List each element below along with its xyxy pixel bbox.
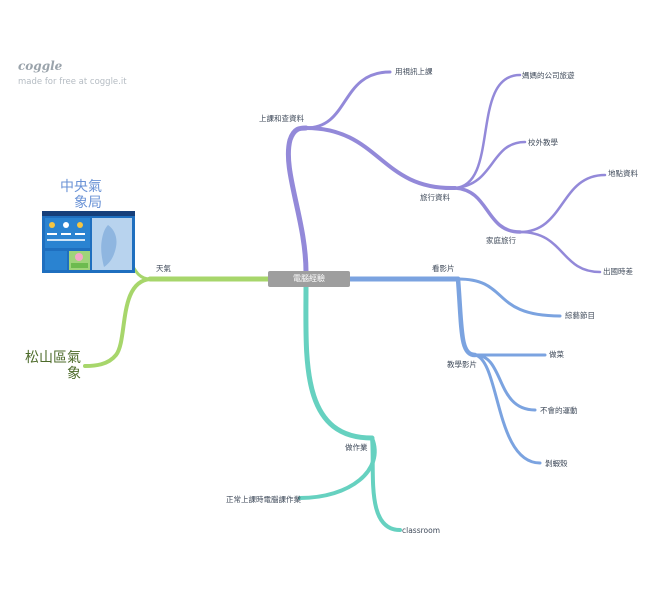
node-songshan: 松山區氣象 — [25, 350, 81, 383]
branch-line-time-diff — [518, 230, 602, 274]
coggle-logo: coggle — [18, 59, 63, 73]
weather-map-image — [42, 211, 135, 273]
node-computer-hw: 正常上課時電腦課作業 — [226, 494, 301, 504]
branch-line-mom-trip — [453, 73, 522, 190]
branch-line-variety — [456, 277, 562, 318]
node-sports: 不會的運動 — [540, 405, 578, 415]
branch-line-video-class — [304, 70, 392, 130]
branch-line-classroom — [370, 436, 402, 532]
node-variety: 綜藝節目 — [565, 310, 595, 320]
node-place-info: 地點資料 — [608, 168, 638, 178]
coggle-tagline: made for free at coggle.it — [18, 77, 127, 87]
branch-line-class-info — [285, 125, 309, 275]
node-time-diff: 出國時差 — [603, 266, 633, 276]
node-videos: 看影片 — [432, 263, 455, 273]
center-node: 電腦經驗 — [268, 271, 350, 287]
branch-line-place-info — [518, 173, 607, 234]
branch-line-field-trip — [453, 140, 527, 190]
node-mom-trip: 媽媽的公司旅遊 — [522, 70, 575, 80]
node-classroom: classroom — [402, 526, 440, 535]
branch-line-teaching — [455, 276, 478, 358]
branch-line-travel-info — [304, 126, 457, 191]
node-cooking: 做菜 — [549, 349, 564, 359]
node-class-info: 上課和查資料 — [259, 113, 304, 123]
branch-line-homework — [303, 283, 375, 441]
branch-line-family-trip — [453, 186, 522, 234]
node-field-trip: 校外教學 — [528, 137, 558, 147]
node-video-class: 用視訊上課 — [395, 66, 433, 76]
node-travel-info: 旅行資料 — [420, 192, 450, 202]
node-weather: 天氣 — [156, 263, 171, 273]
branch-line-sports — [473, 353, 537, 412]
node-cwb: 中央氣象局 — [60, 179, 102, 212]
branch-line-shrimp — [473, 353, 542, 465]
node-family-trip: 家庭旅行 — [486, 235, 516, 245]
node-homework: 做作業 — [345, 442, 368, 452]
branch-line-songshan — [83, 277, 152, 368]
node-shrimp: 剝蝦殼 — [545, 458, 568, 468]
node-teaching-videos: 教學影片 — [447, 359, 477, 369]
weather-site-thumbnail — [42, 211, 135, 273]
